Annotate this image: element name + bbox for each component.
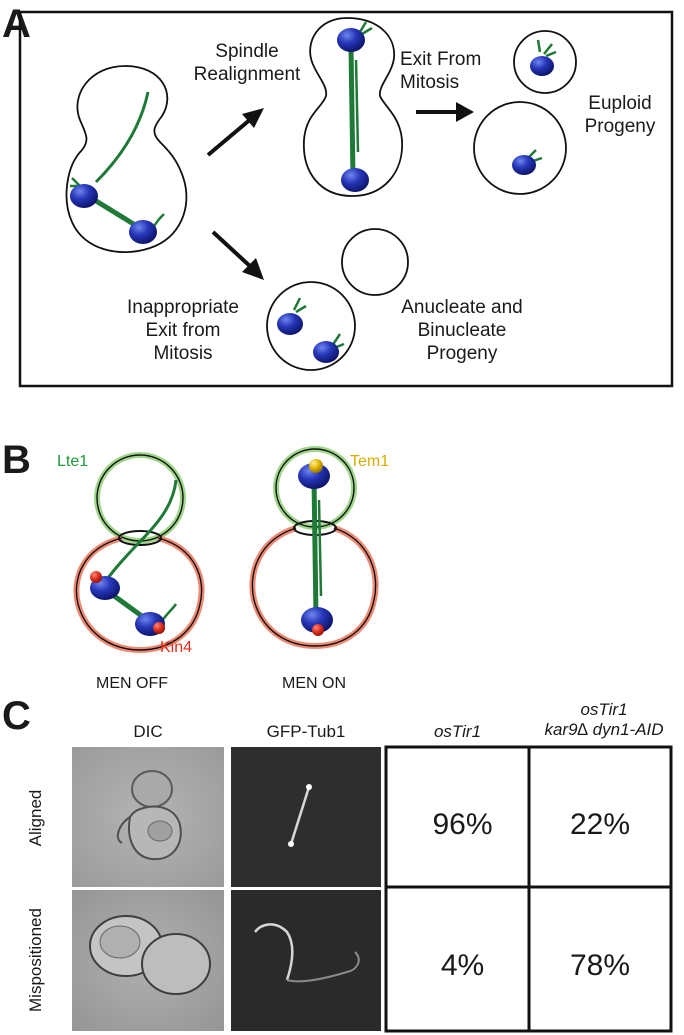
- nucleus-icon: [129, 220, 157, 244]
- cell-mispositioned-mutant: 78%: [569, 949, 631, 982]
- nucleus-icon: [341, 168, 369, 192]
- cell-mispositioned-start: [65, 65, 188, 253]
- label-anucleate-binucleate: Anucleate and Binucleate Progeny: [401, 297, 523, 364]
- label-exit-from-mitosis: Exit From Mitosis: [400, 49, 482, 93]
- micrograph-dic-aligned: [72, 747, 224, 887]
- cell-anucleate: [341, 228, 409, 296]
- column-header-ostir1: osTir1: [433, 722, 482, 741]
- cell-euploid-large: [473, 101, 567, 195]
- kin4-spot: [153, 622, 165, 634]
- arrow-inappropriate: [211, 230, 264, 280]
- panel-a-frame: [18, 10, 674, 388]
- nucleus-icon: [70, 184, 98, 208]
- cell-binucleate: [266, 281, 356, 371]
- cell-men-off: [73, 452, 205, 654]
- micrograph-gfp-aligned: [231, 747, 381, 887]
- arrow-realign: [206, 108, 264, 157]
- column-header-mutant-line2: kar9∆ dyn1-AID: [544, 720, 664, 739]
- cell-aligned-mutant: 22%: [569, 808, 631, 841]
- column-header-dic: DIC: [133, 722, 163, 741]
- label-men-on: MEN ON: [282, 675, 346, 692]
- micrograph-dic-mispositioned: [72, 890, 224, 1031]
- row-header-aligned: Aligned: [26, 789, 45, 847]
- cell-euploid-small: [513, 30, 577, 94]
- cell-aligned-ostir1: 96%: [432, 808, 493, 841]
- kin4-spot: [90, 571, 102, 583]
- label-spindle-realignment: Spindle Realignment: [193, 41, 301, 85]
- nucleus-icon: [301, 607, 333, 633]
- micrograph-gfp-mispositioned: [231, 890, 381, 1031]
- label-euploid-progeny: Euploid Progeny: [584, 93, 656, 137]
- nucleus-icon: [337, 28, 365, 52]
- label-tem1: Tem1: [350, 453, 390, 470]
- panel-a-letter: A: [2, 2, 31, 46]
- cell-realigned: [303, 17, 403, 197]
- column-header-gfp-tub1: GFP-Tub1: [266, 722, 346, 741]
- arrow-exit-progeny: [416, 102, 474, 122]
- nucleus-icon: [530, 56, 554, 76]
- column-header-mutant-line1: osTir1: [580, 700, 628, 719]
- label-men-off: MEN OFF: [96, 675, 168, 692]
- panel-b-letter: B: [2, 438, 31, 482]
- results-table-grid: [384, 745, 673, 1033]
- nucleus-icon: [313, 341, 339, 363]
- label-inappropriate-exit: Inappropriate Exit from Mitosis: [127, 297, 239, 364]
- column-header-mutant: osTir1 kar9∆ dyn1-AID: [529, 700, 679, 740]
- label-kin4: Kin4: [160, 639, 193, 656]
- row-header-mispositioned: Mispositioned: [26, 908, 45, 1012]
- cell-mispositioned-ostir1: 4%: [440, 949, 485, 982]
- tem1-spot: [309, 459, 323, 473]
- panel-c-letter: C: [2, 694, 31, 738]
- cell-men-on: [249, 446, 379, 650]
- nucleus-icon: [512, 155, 536, 175]
- label-lte1: Lte1: [57, 453, 89, 470]
- nucleus-icon: [277, 313, 303, 335]
- tem1-spot-bottom: [312, 624, 324, 636]
